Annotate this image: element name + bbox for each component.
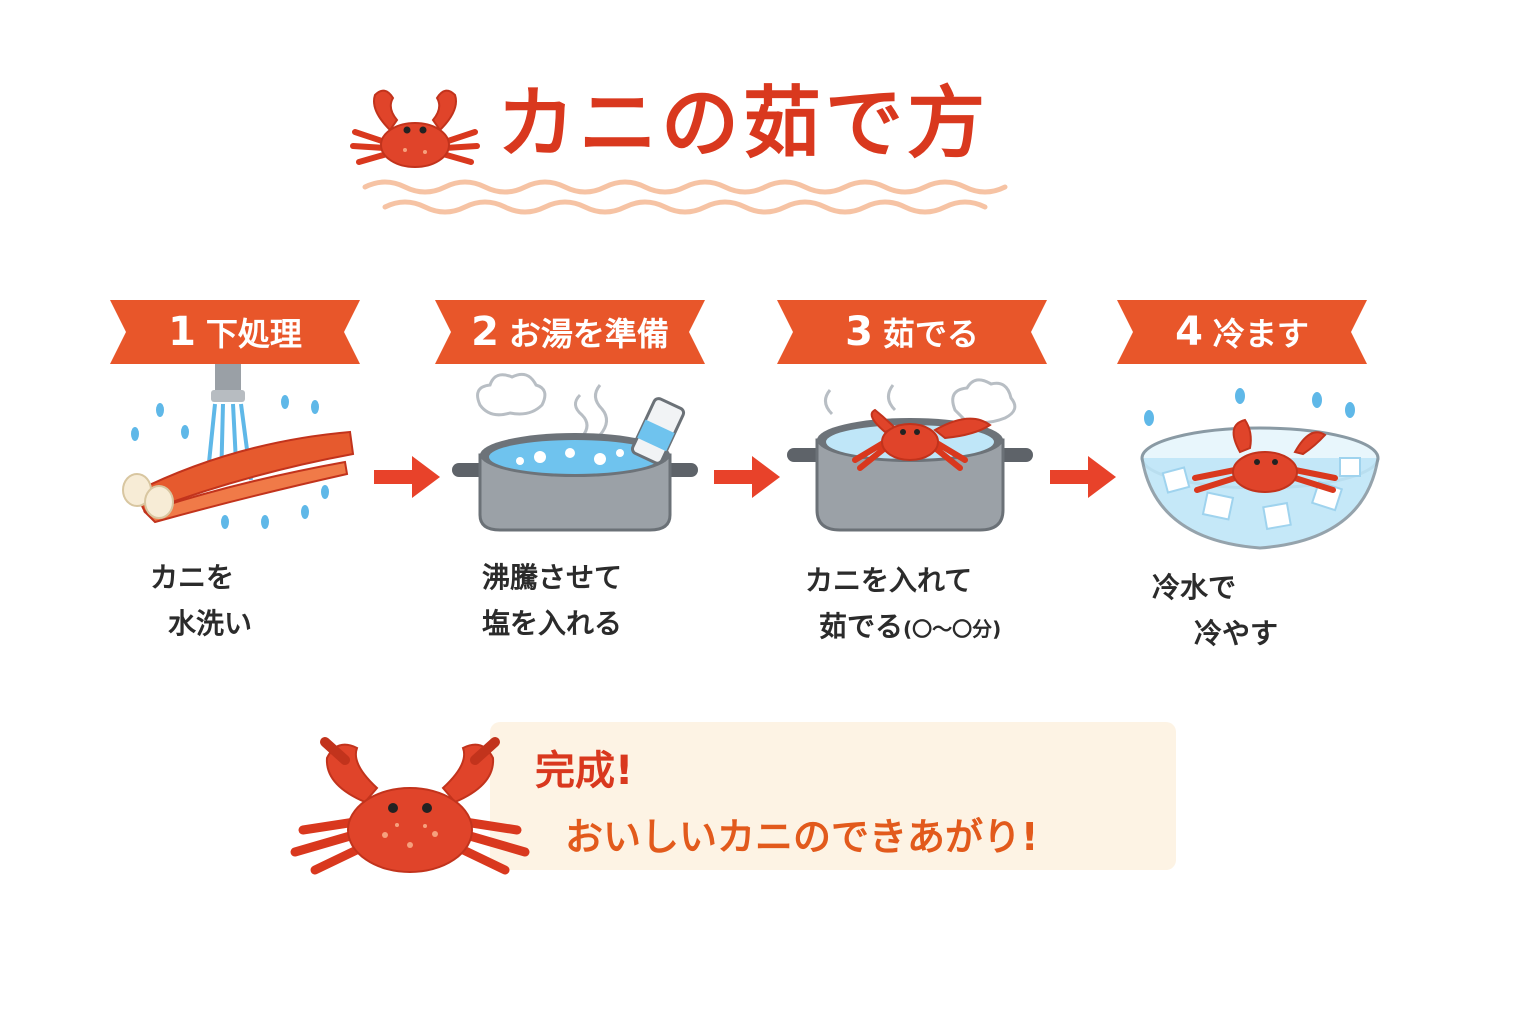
step-1-caption-line2: 水洗い xyxy=(168,607,253,640)
step-4-caption-line2: 冷やす xyxy=(1194,617,1279,650)
arrow-right-icon xyxy=(714,456,780,498)
step-2-number: 2 xyxy=(471,309,499,355)
step-2-label: お湯を準備 xyxy=(508,315,669,353)
title-crab-icon xyxy=(350,89,480,168)
step-1-number: 1 xyxy=(168,309,196,355)
arrow-right-icon xyxy=(374,456,440,498)
step-1-label: 下処理 xyxy=(205,315,302,353)
step-2-caption: 沸騰させて 塩を入れる xyxy=(482,555,622,647)
step-4-number: 4 xyxy=(1175,309,1203,355)
step-1-ribbon: 1 下処理 xyxy=(110,300,360,364)
completion-message: おいしいカニのできあがり! xyxy=(565,815,1039,859)
title-wave-decoration xyxy=(362,179,1008,215)
step-3-caption-line1: カニを入れて xyxy=(805,564,973,597)
step-4-caption: 冷水で 冷やす xyxy=(1152,565,1278,657)
crab-in-ice-bowl-icon xyxy=(1140,388,1380,550)
step-2-caption-line2: 塩を入れる xyxy=(482,607,623,640)
page-title: カニの茹で方 xyxy=(497,79,990,169)
step-3-ribbon: 3 茹でる xyxy=(777,300,1047,364)
crab-in-pot-icon xyxy=(787,378,1033,532)
step-3-number: 3 xyxy=(845,309,873,355)
arrow-right-icon xyxy=(1050,456,1116,498)
boiling-pot-with-salt-icon xyxy=(452,372,698,532)
step-2-caption-line1: 沸騰させて xyxy=(482,561,623,594)
completion-crab-icon xyxy=(290,737,530,875)
step-2-ribbon: 2 お湯を準備 xyxy=(435,300,705,364)
step-3-caption: カニを入れて 茹でる(〇〜〇分) xyxy=(805,558,1001,652)
step-3-label: 茹でる xyxy=(882,315,979,353)
step-4-caption-line1: 冷水で xyxy=(1152,571,1237,604)
crab-legs-washing-icon xyxy=(122,364,355,529)
step-4-ribbon: 4 冷ます xyxy=(1117,300,1367,364)
completion-title: 完成! xyxy=(535,748,634,794)
step-4-label: 冷ます xyxy=(1212,315,1309,353)
step-1-caption: カニを 水洗い xyxy=(150,555,252,647)
completion-banner xyxy=(490,722,1176,870)
step-1-caption-line1: カニを xyxy=(150,561,235,594)
step-3-caption-line2: 茹でる xyxy=(819,610,904,643)
step-3-caption-time: (〇〜〇分) xyxy=(903,617,1002,641)
